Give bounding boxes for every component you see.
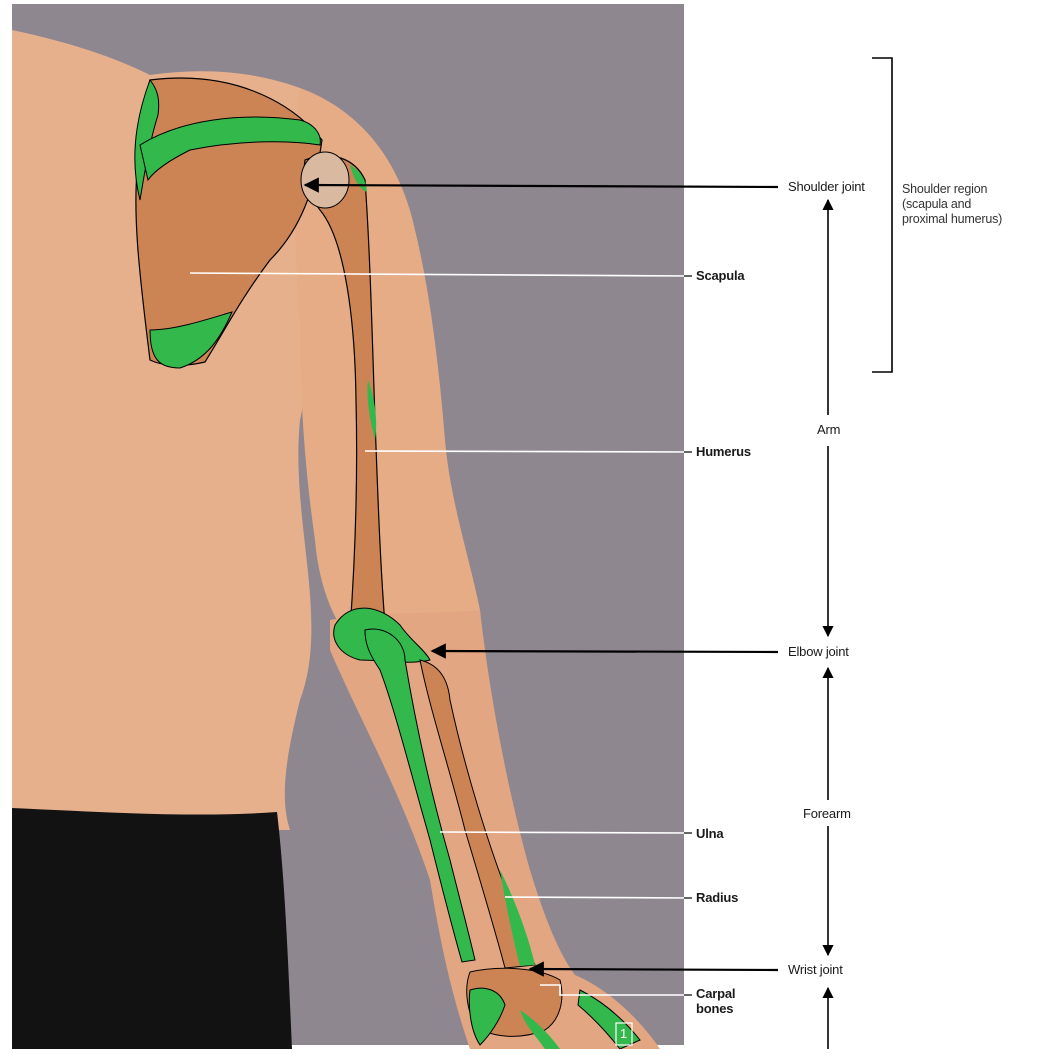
shoulder-region-bracket bbox=[872, 58, 892, 372]
ulna-pointer bbox=[440, 832, 690, 833]
elbow-joint-label: Elbow joint bbox=[788, 644, 849, 659]
ulna-label: Ulna bbox=[696, 826, 723, 841]
shoulder-joint-label: Shoulder joint bbox=[788, 179, 865, 194]
humerus-pointer bbox=[365, 451, 690, 452]
wrist-joint-label: Wrist joint bbox=[788, 962, 843, 977]
arm-label: Arm bbox=[817, 422, 840, 437]
elbow-joint-arrow bbox=[432, 651, 778, 652]
radius-label: Radius bbox=[696, 890, 738, 905]
humeral-head bbox=[301, 152, 349, 208]
shoulder-region-label: Shoulder region (scapula and proximal hu… bbox=[902, 182, 1002, 227]
swim-brief bbox=[12, 808, 292, 1049]
wrist-joint-arrow bbox=[530, 969, 778, 970]
carpal-bones-label: Carpal bones bbox=[696, 986, 735, 1016]
forearm-label: Forearm bbox=[803, 806, 851, 821]
humerus-label: Humerus bbox=[696, 444, 751, 459]
scapula-label: Scapula bbox=[696, 268, 744, 283]
metacarpal-number: 1 bbox=[620, 1026, 627, 1041]
radius-pointer bbox=[505, 897, 690, 898]
